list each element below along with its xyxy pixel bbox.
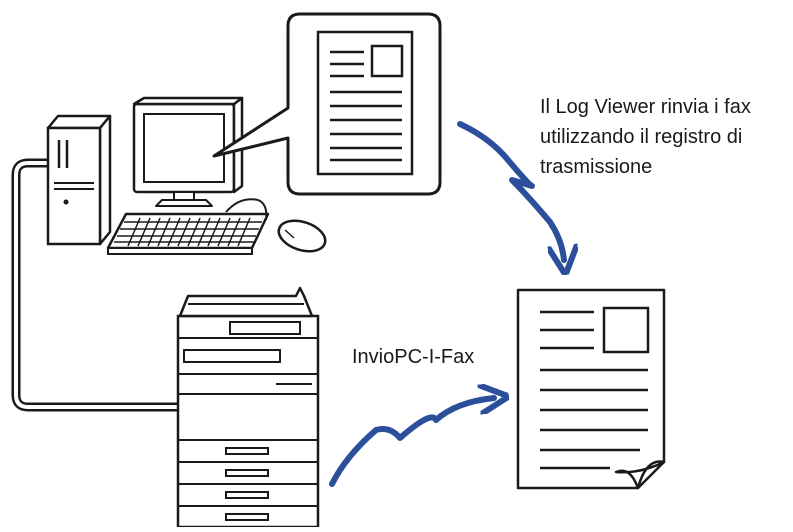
resend-line-1: Il Log Viewer rinvia i fax <box>540 96 751 118</box>
resend-description: Il Log Viewer rinvia i fax utilizzando i… <box>540 92 751 182</box>
document-icon <box>316 30 414 176</box>
monitor-icon <box>132 96 244 207</box>
lightning-arrow-icon <box>329 398 494 487</box>
multifunction-printer-icon <box>176 286 320 529</box>
resend-line-3: trasmissione <box>540 156 653 178</box>
computer-tower-icon <box>46 114 112 246</box>
mouse-icon <box>225 198 327 253</box>
resend-line-2: utilizzando il registro di <box>540 126 743 148</box>
pc-ifax-label: InvioPC-I-Fax <box>352 346 475 368</box>
keyboard-icon <box>106 212 270 255</box>
received-document-icon <box>516 288 666 490</box>
lightning-arrow-icon <box>457 121 564 260</box>
network-cable <box>11 158 190 412</box>
